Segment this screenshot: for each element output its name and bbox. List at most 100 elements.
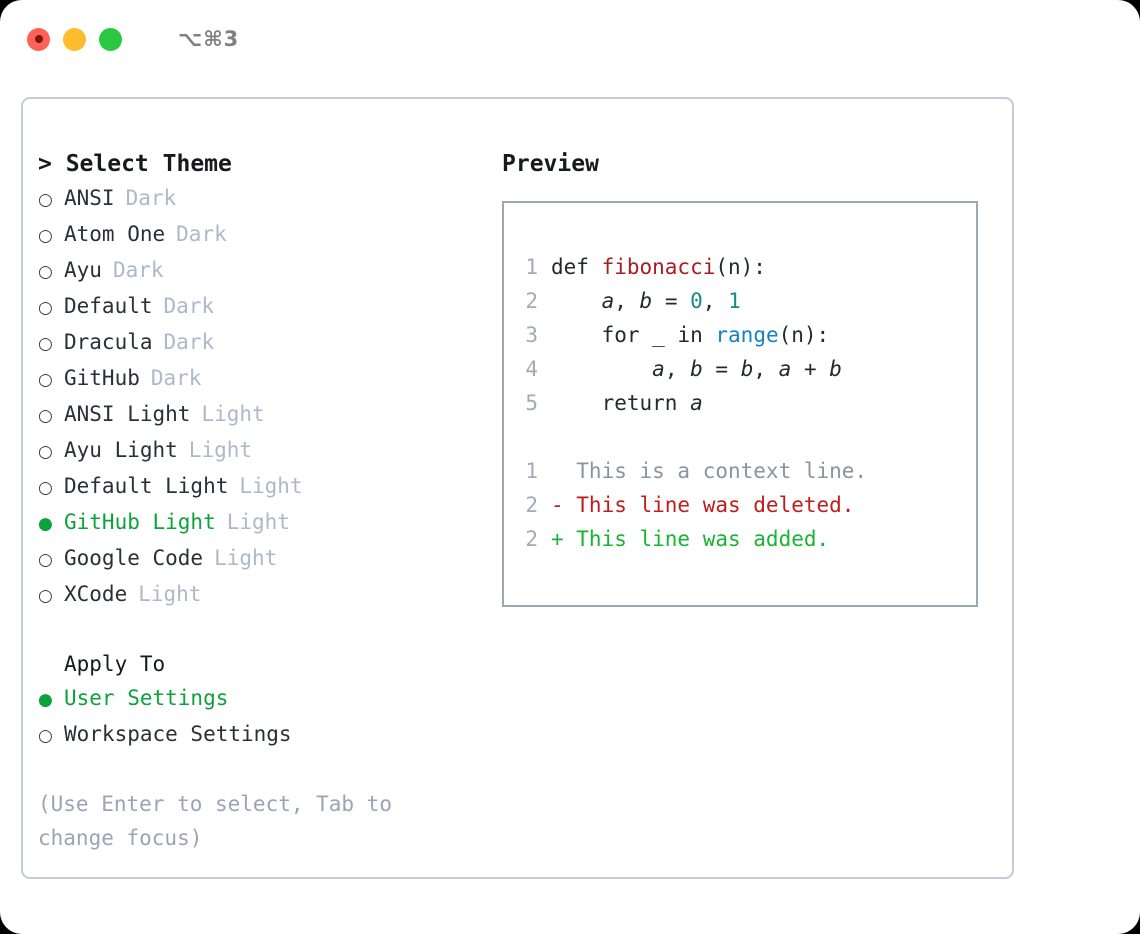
diff-line-number: 1 — [525, 459, 538, 483]
theme-option-label: ANSI — [64, 186, 115, 210]
radio-selected-icon: ● — [38, 690, 53, 710]
code-token-punc: (n): — [778, 323, 830, 347]
apply-to-option-label: User Settings — [64, 686, 229, 710]
code-token-var: b — [639, 289, 653, 313]
theme-option-tag: Light — [239, 474, 303, 498]
code-line-number: 5 — [525, 391, 538, 415]
code-token-var: b — [829, 357, 842, 381]
theme-option-tag: Light — [201, 402, 265, 426]
theme-option-ansi[interactable]: ○ ANSI Dark — [38, 181, 488, 217]
code-token-punc: , — [702, 289, 729, 313]
radio-unselected-icon: ○ — [38, 226, 53, 246]
theme-option-tag: Dark — [176, 222, 227, 246]
code-token-punc: + — [791, 357, 830, 381]
maximize-window-icon[interactable] — [99, 27, 122, 51]
diff-line-content: + This line was added. — [551, 527, 830, 551]
radio-unselected-icon: ○ — [38, 586, 53, 606]
code-token-var: _ — [652, 323, 665, 347]
diff-line-content: This is a context line. — [551, 459, 868, 483]
code-line: 4 a, b = b, a + b — [516, 352, 867, 386]
diff-line-number: 2 — [525, 527, 538, 551]
preview-code: 1 def fibonacci(n): 2 a, b = 0, 1 3 for _ i… — [516, 250, 867, 556]
code-line-number: 1 — [525, 255, 538, 279]
theme-option-tag: Dark — [163, 294, 215, 318]
code-token-kw: in — [664, 323, 716, 347]
code-token-var: a — [690, 391, 703, 415]
traffic-lights — [27, 27, 122, 51]
code-line-number: 3 — [525, 323, 538, 347]
code-token-var: a — [652, 357, 665, 381]
code-token-num: 1 — [728, 289, 741, 313]
keyboard-shortcut-label: ⌥⌘3 — [178, 27, 240, 51]
theme-option-label: Default Light — [64, 474, 229, 498]
theme-option-github[interactable]: ○ GitHub Dark — [38, 361, 488, 397]
diff-line-ctx: 1 This is a context line. — [516, 454, 867, 488]
close-window-icon[interactable] — [27, 27, 50, 51]
code-token-punc: = — [652, 289, 691, 313]
theme-option-label: Ayu — [64, 258, 102, 282]
apply-to-list[interactable]: ● User Settings ○Workspace Settings — [38, 681, 488, 753]
code-token-var: a — [778, 357, 792, 381]
radio-unselected-icon: ○ — [38, 726, 53, 746]
theme-option-tag: Dark — [112, 258, 164, 282]
radio-unselected-icon: ○ — [38, 262, 53, 282]
code-line-content: a, b = b, a + b — [551, 352, 842, 386]
theme-option-tag: Light — [138, 582, 202, 606]
diff-line-del: 2 - This line was deleted. — [516, 488, 867, 522]
diff-line-add: 2 + This line was added. — [516, 522, 867, 556]
theme-option-label: Default — [64, 294, 153, 318]
minimize-window-icon[interactable] — [63, 27, 86, 51]
radio-unselected-icon: ○ — [38, 334, 53, 354]
theme-option-tag: Dark — [150, 366, 202, 390]
preview-box: 1 def fibonacci(n): 2 a, b = 0, 1 3 for _ i… — [502, 201, 978, 607]
window-titlebar: ⌥⌘3 — [0, 0, 1140, 78]
theme-option-ansi-light[interactable]: ○ ANSI Light Light — [38, 397, 488, 433]
code-line: 1 def fibonacci(n): — [516, 250, 867, 284]
theme-option-atom-one[interactable]: ○ Atom One Dark — [38, 217, 488, 253]
code-token-var: b — [740, 357, 754, 381]
code-token-punc — [551, 357, 652, 381]
diff-line-number: 2 — [525, 493, 538, 517]
code-token-punc — [551, 289, 602, 313]
theme-option-label: Google Code — [64, 546, 204, 570]
code-token-var: a — [601, 289, 615, 313]
apply-to-option-workspace-settings[interactable]: ○Workspace Settings — [38, 717, 488, 753]
theme-option-tag: Light — [214, 546, 278, 570]
code-token-num: 0 — [690, 289, 703, 313]
theme-option-ayu[interactable]: ○ Ayu Dark — [38, 253, 488, 289]
theme-option-label: ANSI Light — [64, 402, 191, 426]
code-token-punc: = — [702, 357, 741, 381]
code-token-var: b — [690, 357, 703, 381]
code-diff-spacer — [516, 420, 867, 454]
theme-option-label: GitHub — [64, 366, 140, 390]
radio-unselected-icon: ○ — [38, 406, 53, 426]
theme-option-label: Atom One — [64, 222, 166, 246]
radio-unselected-icon: ○ — [38, 190, 53, 210]
theme-option-label: Ayu Light — [64, 438, 178, 462]
theme-option-tag: Dark — [125, 186, 177, 210]
radio-selected-icon: ● — [38, 514, 53, 534]
diff-line-content: - This line was deleted. — [551, 493, 855, 517]
code-token-fn: fibonacci — [601, 255, 716, 279]
code-line: 3 for _ in range(n): — [516, 318, 867, 352]
radio-unselected-icon: ○ — [38, 370, 53, 390]
code-token-punc: , — [614, 289, 640, 313]
keyboard-hint-text: (Use Enter to select, Tab to change focu… — [38, 792, 405, 850]
apply-to-option-user-settings[interactable]: ● User Settings — [38, 681, 488, 717]
code-token-punc: , — [753, 357, 779, 381]
apply-to-heading: Apply To — [64, 652, 166, 676]
code-line-content: def fibonacci(n): — [551, 250, 766, 284]
preview-heading: Preview — [502, 151, 599, 177]
code-token-punc: (n): — [715, 255, 766, 279]
